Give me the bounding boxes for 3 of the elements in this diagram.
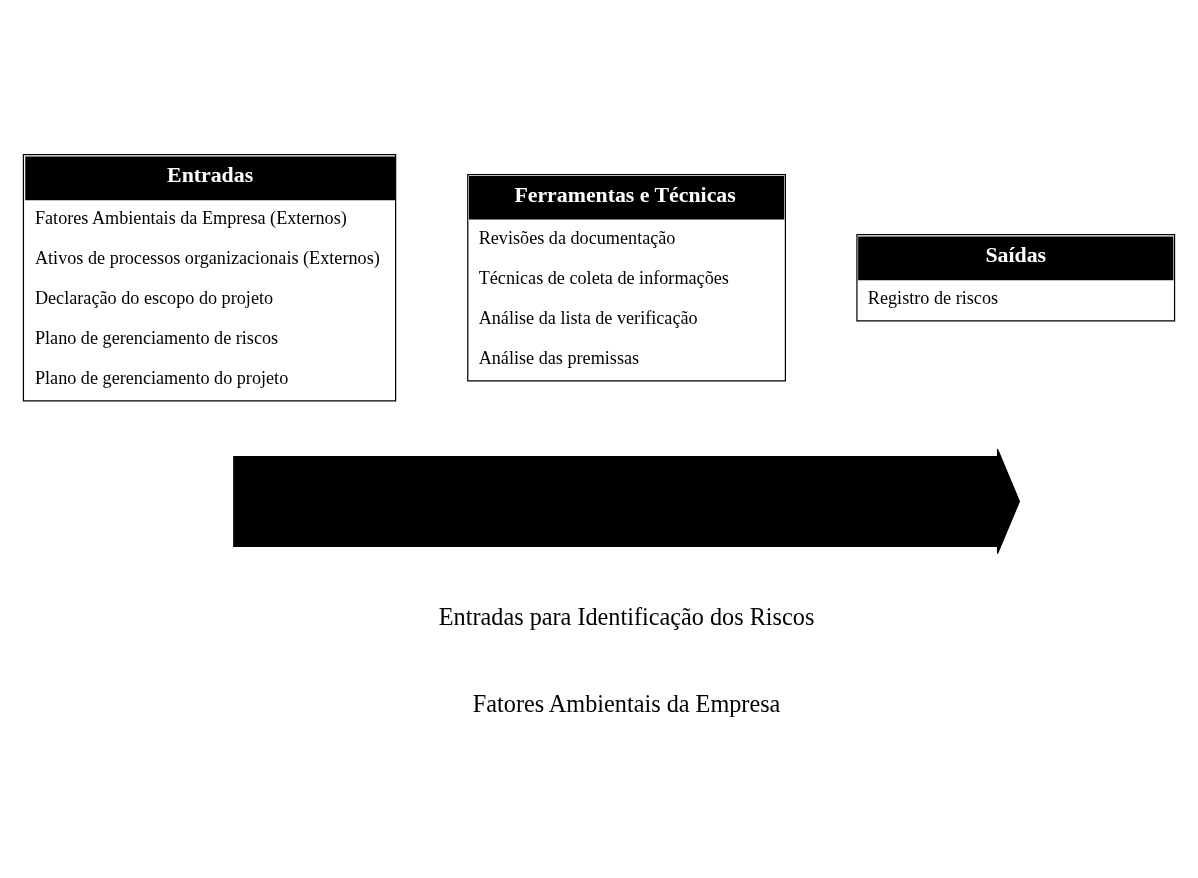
label: Entradas para Identificação dos Riscos: [438, 603, 815, 631]
node-arrow: [233, 448, 1021, 555]
label: Fatores Ambientais da Empresa: [472, 690, 781, 718]
